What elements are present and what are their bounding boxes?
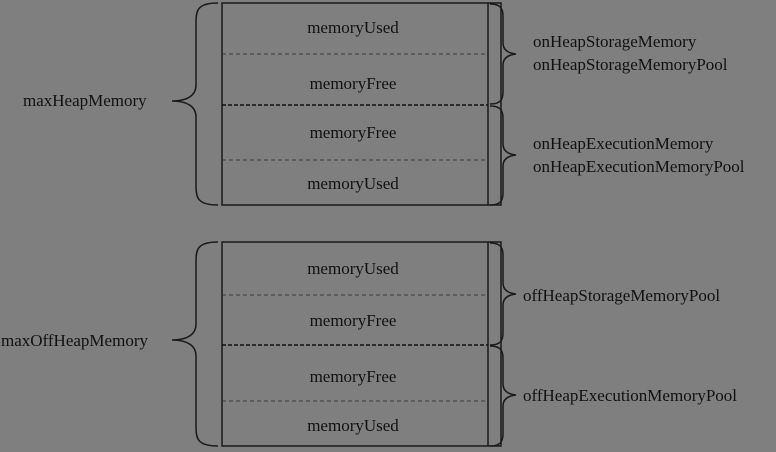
on-heap-storage-brace [489, 3, 517, 105]
on-heap-total-label: maxHeapMemory [23, 91, 147, 110]
off-heap-row-4-label: memoryUsed [307, 416, 399, 435]
on-heap-row-4-label: memoryUsed [307, 174, 399, 193]
on-heap-storage-label-2: onHeapStorageMemoryPool [533, 55, 728, 74]
on-heap-execution-label-1: onHeapExecutionMemory [533, 134, 714, 153]
on-heap-total-brace [171, 2, 219, 206]
on-heap-storage-label-1: onHeapStorageMemory [533, 32, 697, 51]
off-heap-storage-brace [489, 242, 517, 346]
off-heap-row-2-label: memoryFree [310, 311, 397, 330]
off-heap-row-1-label: memoryUsed [307, 259, 399, 278]
off-heap-total-brace [171, 241, 219, 447]
off-heap-storage-label: offHeapStorageMemoryPool [523, 286, 720, 305]
on-heap-execution-label-2: onHeapExecutionMemoryPool [533, 157, 745, 176]
on-heap-row-3-label: memoryFree [310, 123, 397, 142]
on-heap-row-2-label: memoryFree [310, 74, 397, 93]
on-heap-row-1-label: memoryUsed [307, 18, 399, 37]
on-heap-execution-brace [489, 105, 517, 206]
off-heap-execution-brace [489, 345, 517, 447]
off-heap-block: memoryUsed memoryFree memoryFree memoryU… [1, 241, 737, 447]
off-heap-total-label: maxOffHeapMemory [1, 331, 148, 350]
on-heap-box [221, 2, 502, 206]
off-heap-box [221, 241, 502, 447]
off-heap-execution-label: offHeapExecutionMemoryPool [523, 386, 737, 405]
on-heap-block: memoryUsed memoryFree memoryFree memoryU… [23, 2, 745, 206]
off-heap-row-3-label: memoryFree [310, 367, 397, 386]
